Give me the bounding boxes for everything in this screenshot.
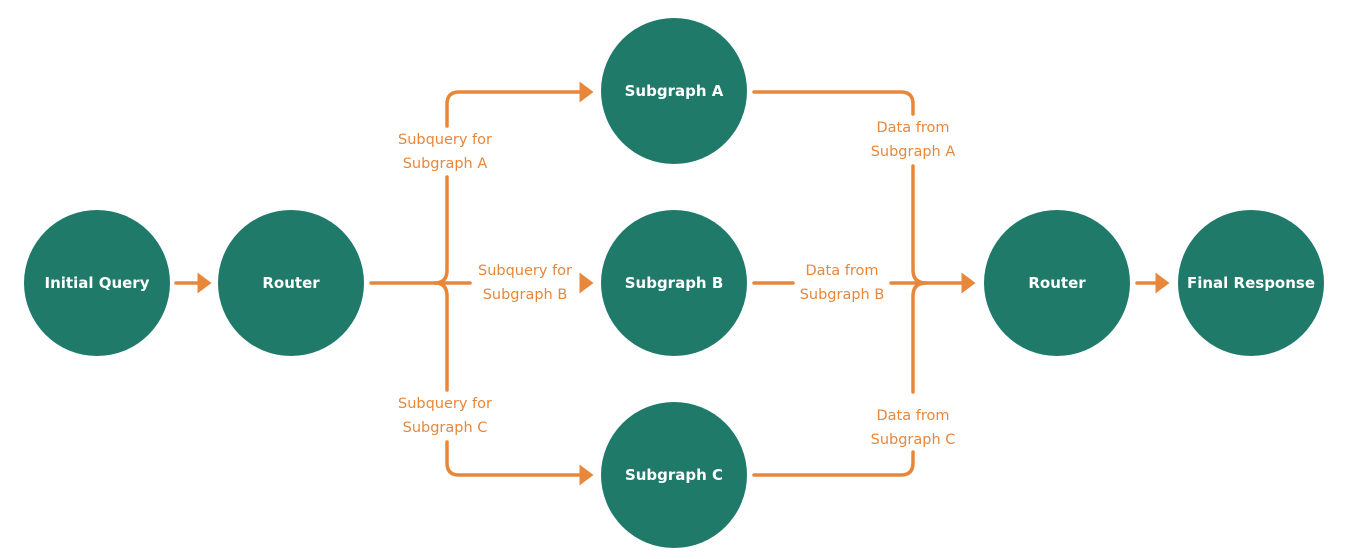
edge-data-a-top bbox=[752, 90, 915, 116]
node-label: Router bbox=[1028, 274, 1086, 292]
node-label: Initial Query bbox=[44, 274, 150, 292]
node-subgraph-b: Subgraph B bbox=[601, 210, 747, 356]
node-router-out: Router bbox=[984, 210, 1130, 356]
node-label: Subgraph C bbox=[624, 466, 724, 484]
edge-data-c-bottom bbox=[752, 450, 915, 477]
node-subgraph-a: Subgraph A bbox=[601, 18, 747, 164]
label-line: Data from bbox=[876, 408, 950, 424]
node-label: Subgraph A bbox=[624, 82, 724, 100]
label-line: Subgraph A bbox=[870, 144, 956, 160]
edge-data-a-bottom bbox=[911, 164, 928, 285]
node-label: Final Response bbox=[1186, 274, 1316, 292]
node-label: Router bbox=[262, 274, 320, 292]
node-initial-query: Initial Query bbox=[24, 210, 170, 356]
node-final-response: Final Response bbox=[1178, 210, 1324, 356]
node-subgraph-c: Subgraph C bbox=[601, 402, 747, 548]
label-line: Subquery for bbox=[397, 132, 492, 148]
node-label: Subgraph B bbox=[624, 274, 724, 292]
label-line: Subgraph B bbox=[482, 287, 568, 303]
edge-branch-a-top bbox=[445, 81, 594, 128]
label-line: Subgraph A bbox=[402, 156, 488, 172]
node-router-in: Router bbox=[218, 210, 364, 356]
label-line: Data from bbox=[805, 263, 879, 279]
edge-branch-a-bottom bbox=[433, 175, 449, 285]
edge-branch-c-bottom bbox=[445, 440, 594, 486]
label-line: Subquery for bbox=[477, 263, 572, 279]
label-line: Subquery for bbox=[397, 396, 492, 412]
edge-branch-c-top bbox=[433, 281, 449, 392]
label-line: Subgraph C bbox=[870, 432, 956, 448]
edge-data-c-top bbox=[911, 281, 928, 394]
label-line: Subgraph C bbox=[402, 420, 488, 436]
label-line: Data from bbox=[876, 120, 950, 136]
label-line: Subgraph B bbox=[799, 287, 885, 303]
